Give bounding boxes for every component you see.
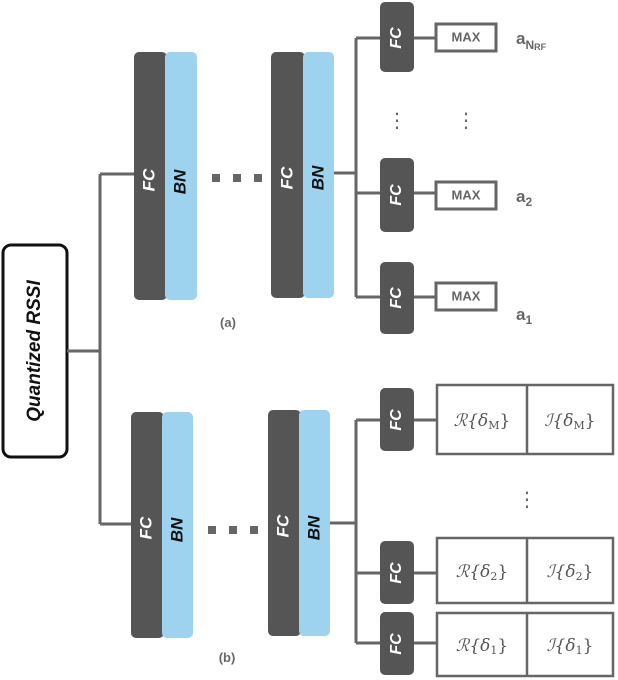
fc-layer-label: FC (136, 516, 155, 539)
vertical-ellipsis: ⋮ (387, 108, 407, 132)
panel-a-head: FC MAX a2 (380, 158, 532, 232)
panel-b-head: FC ℛ{δ1} ℐ{δ1} (380, 611, 615, 678)
fc-layer-label: FC (139, 168, 158, 191)
vertical-ellipsis: ⋮ (517, 487, 537, 511)
panel-b-head: FC ℛ{δM} ℐ{δM} (380, 383, 615, 456)
panel-a-layers: FC BN FC BN (134, 52, 334, 300)
panel-b-caption: (b) (219, 650, 236, 665)
fc-head (380, 2, 414, 72)
real-part-cell: ℛ{δM} (454, 411, 511, 432)
max-label: MAX (452, 29, 481, 44)
fc-layer-label: FC (277, 166, 296, 189)
fc-head (380, 541, 414, 604)
fc-head-label: FC (388, 409, 405, 431)
panel-a-caption: (a) (220, 315, 236, 330)
bn-layer-label: BN (170, 169, 189, 194)
fc-layer (268, 410, 301, 636)
bn-layer-label: BN (304, 515, 323, 540)
fc-head (380, 158, 414, 232)
fc-head-label: FC (388, 633, 405, 655)
max-box (434, 180, 498, 211)
panel-a-head: FC MAX a1 (380, 262, 532, 334)
fc-layer (134, 52, 167, 300)
output-label-1: a1 (516, 305, 532, 327)
max-box (434, 22, 498, 53)
input-connectors (67, 172, 136, 526)
bn-layer (165, 52, 197, 300)
bn-layer (303, 52, 334, 298)
ellipsis-dots (208, 526, 258, 534)
vertical-ellipsis: ⋮ (456, 108, 476, 132)
fc-head-label: FC (388, 287, 405, 309)
panel-b-layers: FC BN FC BN (131, 410, 330, 638)
panel-b-connectors (330, 418, 436, 645)
output-table (435, 611, 615, 678)
real-part-cell: ℛ{δ2} (456, 562, 508, 583)
input-label: Quantized RSSI (24, 280, 45, 422)
fc-head-label: FC (388, 562, 405, 584)
output-table (435, 383, 615, 456)
fc-head (380, 262, 414, 334)
max-box (434, 281, 498, 312)
output-label-nrf: aNRF (516, 29, 547, 52)
real-part-cell: ℛ{δ1} (456, 636, 508, 657)
fc-layer (271, 52, 305, 298)
bn-layer-label: BN (167, 517, 186, 542)
fc-layer (131, 412, 164, 638)
panel-a-connectors (334, 36, 436, 299)
output-label-2: a2 (516, 187, 532, 209)
max-label: MAX (452, 187, 481, 202)
bn-layer-label: BN (308, 165, 327, 190)
ellipsis-dots (212, 174, 262, 182)
imag-part-cell: ℐ{δ1} (547, 636, 594, 657)
imag-part-cell: ℐ{δM} (544, 411, 595, 432)
panel-a-head: FC MAX aNRF (380, 2, 547, 72)
fc-head-label: FC (388, 27, 405, 49)
fc-head (380, 388, 414, 451)
bn-layer (162, 412, 193, 638)
output-table (435, 536, 615, 605)
panel-b-head: FC ℛ{δ2} ℐ{δ2} (380, 536, 615, 605)
max-label: MAX (452, 288, 481, 303)
fc-layer-label: FC (273, 514, 292, 537)
fc-head (380, 612, 414, 675)
imag-part-cell: ℐ{δ2} (547, 562, 594, 583)
bn-layer (299, 410, 330, 636)
fc-head-label: FC (388, 184, 405, 206)
